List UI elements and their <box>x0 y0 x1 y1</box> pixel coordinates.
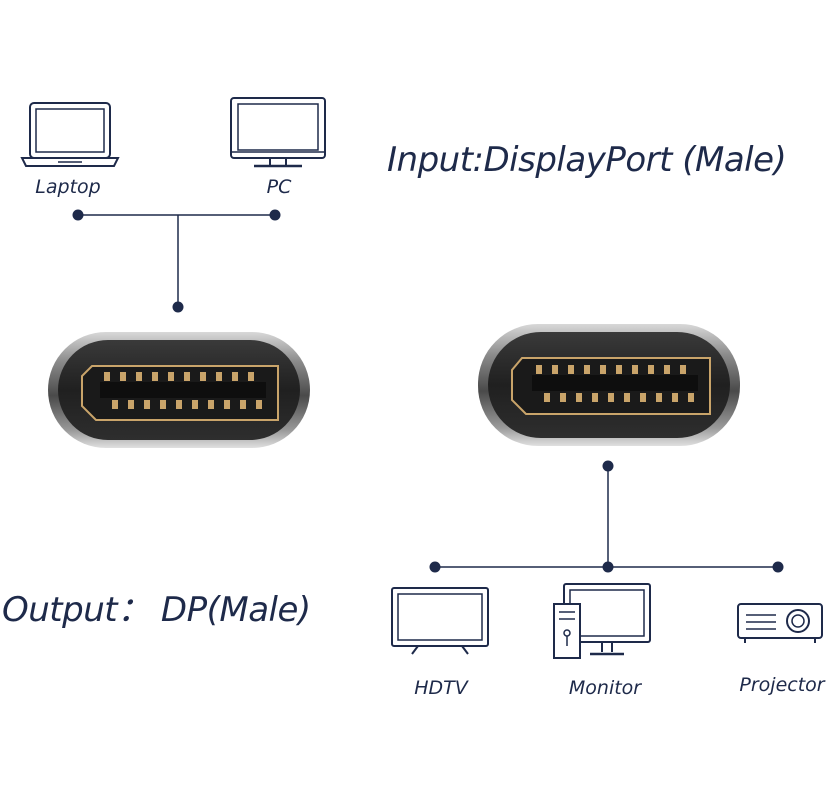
projector-label: Projector <box>739 674 825 696</box>
connector-pin <box>672 393 678 402</box>
output-port-node-dot <box>602 460 614 472</box>
connector-pin <box>176 400 182 409</box>
connector-pin <box>560 393 566 402</box>
projector-icon <box>737 603 823 643</box>
connector-pin <box>600 365 606 374</box>
connector-pin <box>144 400 150 409</box>
hdtv-label: HDTV <box>414 677 468 699</box>
output-connection-lines <box>429 460 784 573</box>
connector-pin <box>688 393 694 402</box>
tv-icon <box>391 587 489 655</box>
connector-pin <box>104 372 110 381</box>
pc-monitor-icon <box>230 97 326 168</box>
connector-pin <box>216 372 222 381</box>
projector-node-dot <box>772 561 784 573</box>
laptop-node-dot <box>72 209 84 221</box>
connector-pin <box>624 393 630 402</box>
connector-pin <box>152 372 158 381</box>
connector-pin <box>232 372 238 381</box>
connector-pin <box>128 400 134 409</box>
connector-pin <box>632 365 638 374</box>
connector-pin <box>648 365 654 374</box>
monitor-node-dot <box>602 561 614 573</box>
input-connector-pins <box>104 372 262 409</box>
pc-node-dot <box>269 209 281 221</box>
pc-label: PC <box>266 176 292 198</box>
connector-pin <box>256 400 262 409</box>
connector-pin <box>592 393 598 402</box>
input-displayport-connector <box>48 332 310 448</box>
output-connector-pins <box>536 365 694 402</box>
connector-pin <box>576 393 582 402</box>
monitor-label: Monitor <box>568 677 642 699</box>
connector-pin <box>248 372 254 381</box>
laptop-label: Laptop <box>35 176 101 198</box>
connector-pin <box>208 400 214 409</box>
connector-pin <box>136 372 142 381</box>
desktop-computer-icon <box>553 583 651 659</box>
connector-pin <box>112 400 118 409</box>
connector-pin <box>168 372 174 381</box>
connector-pin <box>120 372 126 381</box>
connector-pin <box>544 393 550 402</box>
connector-pin <box>608 393 614 402</box>
connector-pin <box>616 365 622 374</box>
connector-pin <box>640 393 646 402</box>
input-connection-lines <box>72 209 281 313</box>
laptop-icon <box>20 102 120 167</box>
connector-pin <box>656 393 662 402</box>
connector-pin <box>200 372 206 381</box>
connector-pin <box>160 400 166 409</box>
connector-pin <box>192 400 198 409</box>
connector-pin <box>584 365 590 374</box>
connector-pin <box>224 400 230 409</box>
connector-pin <box>664 365 670 374</box>
output-heading: Output： DP(Male) <box>2 590 311 630</box>
connector-pin <box>680 365 686 374</box>
connector-pin <box>568 365 574 374</box>
input-heading: Input:DisplayPort (Male) <box>387 140 787 180</box>
input-port-node-dot <box>172 301 184 313</box>
connector-pin <box>536 365 542 374</box>
connector-pin <box>552 365 558 374</box>
connector-pin <box>184 372 190 381</box>
connector-pin <box>240 400 246 409</box>
output-displayport-connector <box>478 324 740 446</box>
hdtv-node-dot <box>429 561 441 573</box>
